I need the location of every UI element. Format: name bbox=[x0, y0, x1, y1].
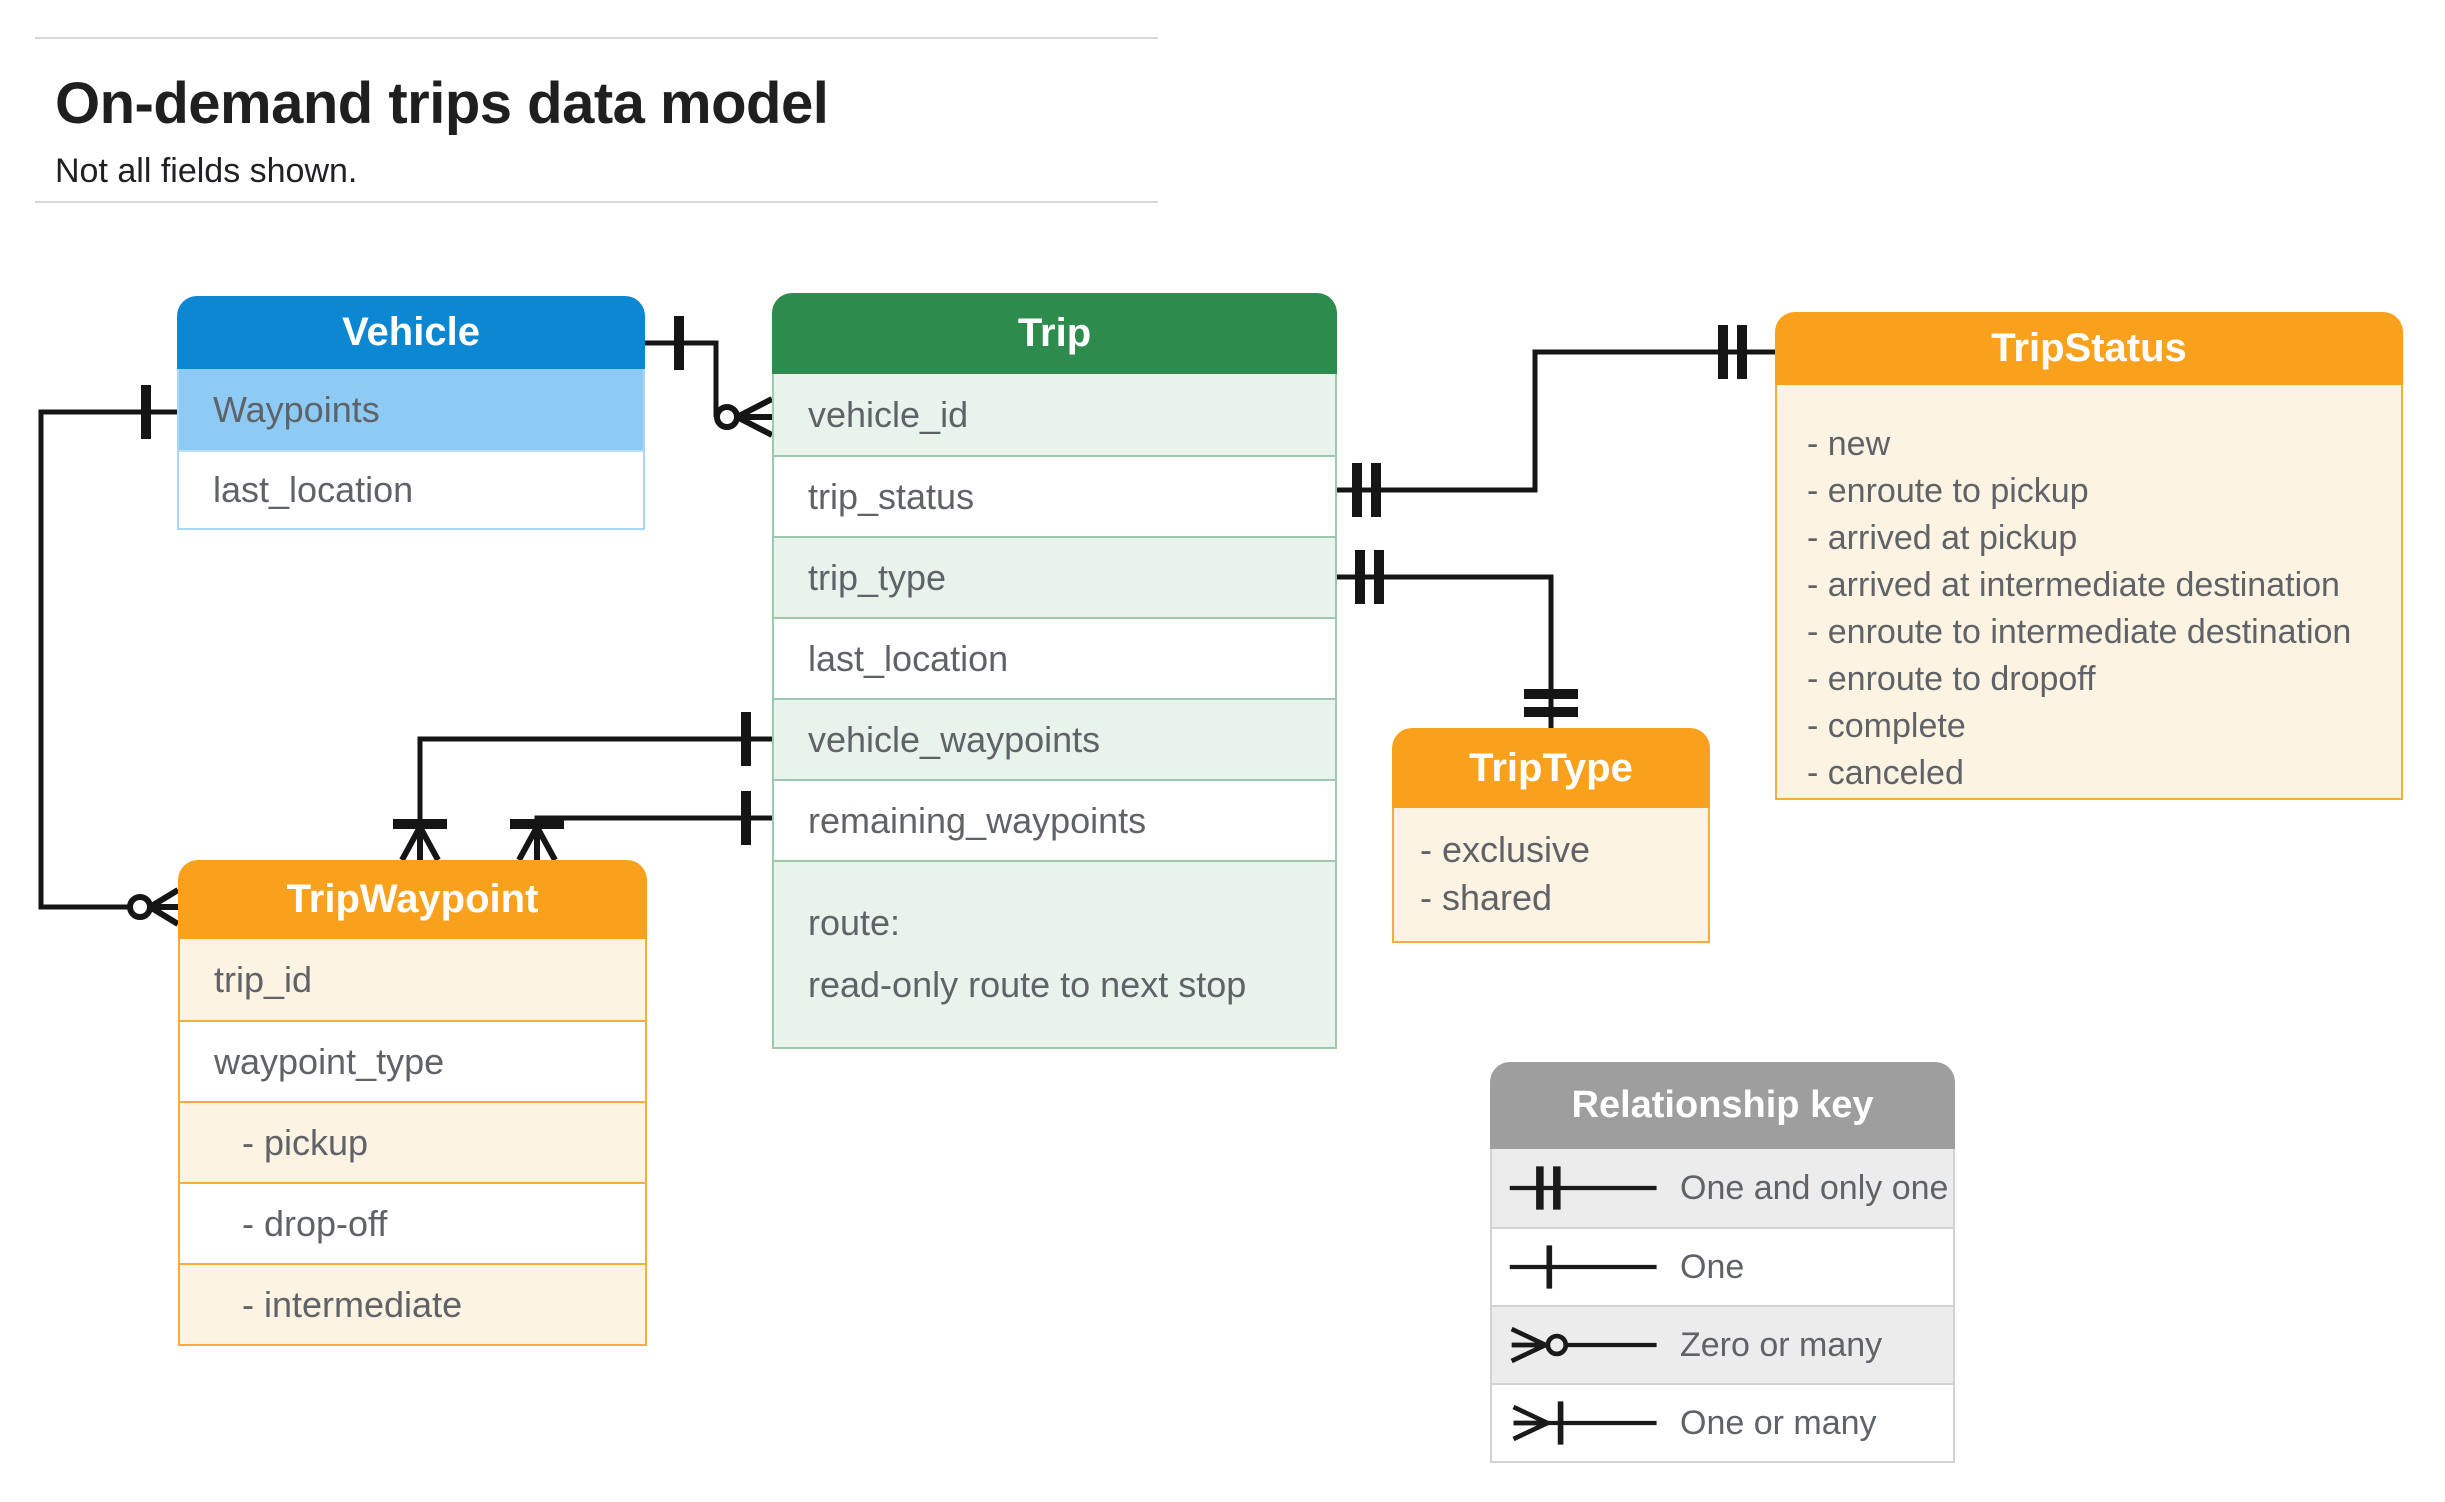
tripstatus-item: - enroute to pickup bbox=[1807, 472, 2089, 510]
legend-row-one-and-only-one: One and only one bbox=[1492, 1149, 1953, 1227]
tripstatus-item: - new bbox=[1807, 425, 1891, 463]
tripwaypoint-value-intermediate: - intermediate bbox=[180, 1263, 645, 1344]
connector-trip-triptype bbox=[1337, 550, 1578, 728]
connector-vehicle-trip bbox=[645, 316, 774, 438]
tripwaypoint-value-pickup: - pickup bbox=[180, 1101, 645, 1182]
connector-trip-remaining-waypoints bbox=[510, 791, 772, 862]
tripstatus-item: - arrived at intermediate destination bbox=[1807, 566, 2340, 604]
legend-label: Zero or many bbox=[1680, 1325, 1883, 1364]
trip-field-trip-type: trip_type bbox=[774, 536, 1335, 617]
one-and-only-one-marker bbox=[1355, 550, 1384, 604]
entity-tripwaypoint-title: TripWaypoint bbox=[178, 860, 647, 939]
crow-foot-marker bbox=[735, 396, 774, 438]
crow-foot-marker bbox=[148, 887, 180, 927]
crow-foot-marker bbox=[399, 825, 441, 862]
page-subtitle: Not all fields shown. bbox=[55, 152, 358, 190]
triptype-item: - shared bbox=[1420, 877, 1553, 918]
vehicle-field-waypoints: Waypoints bbox=[179, 369, 643, 450]
trip-route-description: read-only route to next stop bbox=[808, 964, 1247, 1005]
trip-field-vehicle-waypoints: vehicle_waypoints bbox=[774, 698, 1335, 779]
entity-trip: Trip vehicle_id trip_status trip_type la… bbox=[772, 293, 1337, 1049]
trip-route-label: route: bbox=[808, 902, 901, 943]
entity-trip-title: Trip bbox=[772, 293, 1337, 374]
entity-triptype: TripType - exclusive - shared bbox=[1392, 728, 1710, 943]
connector-trip-tripstatus bbox=[1337, 325, 1775, 517]
zero-circle-marker bbox=[127, 894, 153, 920]
page-title: On-demand trips data model bbox=[55, 71, 829, 136]
trip-field-remaining-waypoints: remaining_waypoints bbox=[774, 779, 1335, 860]
tripwaypoint-field-trip-id: trip_id bbox=[180, 939, 645, 1020]
tripwaypoint-field-waypoint-type: waypoint_type bbox=[180, 1020, 645, 1101]
entity-tripstatus: TripStatus - new - enroute to pickup - a… bbox=[1775, 312, 2403, 800]
legend-row-zero-or-many: Zero or many bbox=[1492, 1305, 1953, 1383]
one-and-only-one-icon bbox=[1509, 1166, 1657, 1210]
entity-vehicle-title: Vehicle bbox=[177, 296, 645, 369]
crow-foot-marker bbox=[516, 825, 558, 862]
trip-field-vehicle-id: vehicle_id bbox=[774, 374, 1335, 455]
vehicle-field-last-location: last_location bbox=[179, 450, 643, 528]
triptype-item: - exclusive bbox=[1420, 829, 1591, 870]
trip-field-route: route: read-only route to next stop bbox=[774, 860, 1335, 1047]
legend-row-one-or-many: One or many bbox=[1492, 1383, 1953, 1461]
one-or-many-icon bbox=[1512, 1401, 1657, 1445]
entity-tripstatus-title: TripStatus bbox=[1775, 312, 2403, 385]
zero-or-many-icon bbox=[1510, 1326, 1657, 1364]
relationship-key-title: Relationship key bbox=[1490, 1062, 1955, 1149]
zero-circle-marker bbox=[714, 404, 740, 430]
top-divider bbox=[35, 37, 1158, 39]
tripstatus-item: - canceled bbox=[1807, 754, 1964, 792]
entity-triptype-title: TripType bbox=[1392, 728, 1710, 808]
connector-vehicle-waypoints-tripwaypoint bbox=[38, 385, 180, 927]
tripstatus-item: - arrived at pickup bbox=[1807, 519, 2078, 557]
one-icon bbox=[1509, 1245, 1657, 1289]
legend-label: One and only one bbox=[1680, 1168, 1949, 1207]
entity-vehicle: Vehicle Waypoints last_location bbox=[177, 296, 645, 530]
one-and-only-one-marker bbox=[1352, 463, 1381, 517]
legend-row-one: One bbox=[1492, 1227, 1953, 1305]
trip-field-last-location: last_location bbox=[774, 617, 1335, 698]
trip-field-trip-status: trip_status bbox=[774, 455, 1335, 536]
tripstatus-item: - enroute to intermediate destination bbox=[1807, 613, 2352, 651]
one-and-only-one-marker bbox=[1524, 689, 1578, 717]
title-bottom-divider bbox=[35, 201, 1158, 203]
legend-label: One bbox=[1680, 1247, 1745, 1286]
one-and-only-one-marker bbox=[1718, 325, 1747, 379]
entity-tripwaypoint: TripWaypoint trip_id waypoint_type - pic… bbox=[178, 860, 647, 1346]
tripwaypoint-value-dropoff: - drop-off bbox=[180, 1182, 645, 1263]
tripstatus-item: - complete bbox=[1807, 707, 1966, 745]
relationship-key: Relationship key One and only one One bbox=[1490, 1062, 1955, 1463]
tripstatus-item: - enroute to dropoff bbox=[1807, 660, 2096, 698]
legend-label: One or many bbox=[1680, 1403, 1877, 1442]
connector-trip-vehicle-waypoints bbox=[393, 712, 772, 862]
